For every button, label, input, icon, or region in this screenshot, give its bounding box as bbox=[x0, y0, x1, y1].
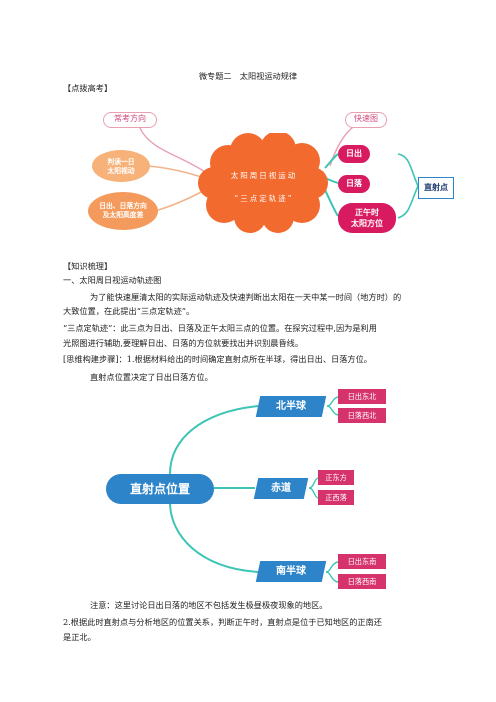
left-node-daily-label: 判读一日 太阳视动 bbox=[107, 158, 135, 175]
para-2-line-2: 光照图进行辅助,要理解日出、日落的方位就要找出并识别晨昏线。 bbox=[63, 338, 304, 348]
right-node-sunset: 日落 bbox=[338, 175, 370, 193]
para-6-line-1: 2.根据此时直射点与分析地区的位置关系，判断正午时，直射点是位于已知地区的正南还 bbox=[63, 617, 382, 627]
left-node-sunrise-sunset-label: 日出、日落方向 及太阳高度差 bbox=[99, 202, 147, 219]
para-1-line-1: 为了能快速厘清太阳的实际运动轨迹及快速判断出太阳在一天中某一时间（地方时）的 bbox=[90, 292, 402, 302]
center-line-2: “三点定轨迹” bbox=[234, 194, 294, 203]
para-2-line-1: “三点定轨迹”：此三点为日出、日落及正午太阳三点的位置。在探究过程中,因为是利用 bbox=[63, 323, 377, 333]
branch-equator: 赤道 bbox=[253, 478, 309, 499]
section-header-gaokao: 【点拨高考】 bbox=[63, 83, 113, 93]
center-cloud-shape bbox=[198, 133, 328, 233]
item-south-sunset: 日落西南 bbox=[338, 574, 386, 589]
branch-southern-hemisphere: 南半球 bbox=[255, 561, 327, 582]
item-equator-east: 正东方 bbox=[318, 470, 354, 485]
branch-northern-label: 北半球 bbox=[276, 401, 306, 412]
heading-1: 一、太阳周日视运动轨迹图 bbox=[63, 275, 162, 285]
item-north-sunrise: 日出东北 bbox=[338, 389, 386, 404]
para-1-line-2: 大致位置，在此提出“三点定轨迹”。 bbox=[63, 306, 195, 316]
right-node-sunrise: 日出 bbox=[338, 145, 370, 163]
left-node-daily: 判读一日 太阳视动 bbox=[92, 150, 150, 182]
header-pill-frequent: 常考方向 bbox=[103, 112, 157, 128]
para-3: [思维构建步骤]：1.根据材料给出的时间确定直射点所在半球，得出日出、日落方位。 bbox=[63, 354, 372, 364]
branch-northern-hemisphere: 北半球 bbox=[255, 396, 327, 417]
branch-equator-label: 赤道 bbox=[271, 483, 291, 494]
right-node-noon-direction: 正午时 太阳方位 bbox=[338, 203, 396, 233]
subsolar-point-box: 直射点 bbox=[418, 177, 454, 199]
item-north-sunset: 日落西北 bbox=[338, 408, 386, 423]
page-title: 微专题二 太阳视运动规律 bbox=[198, 71, 298, 81]
left-node-sunrise-sunset: 日出、日落方向 及太阳高度差 bbox=[88, 192, 158, 230]
branch-southern-label: 南半球 bbox=[276, 566, 306, 577]
note-polar: 注意：这里讨论日出日落的地区不包括发生极昼极夜现象的地区。 bbox=[90, 600, 328, 610]
center-line-1: 太阳周日视运动 bbox=[230, 171, 298, 180]
root-node-subsolar: 直射点位置 bbox=[106, 474, 214, 504]
item-south-sunrise: 日出东南 bbox=[338, 554, 386, 569]
para-6-line-2: 是正北。 bbox=[63, 632, 96, 642]
section-header-knowledge: 【知识梳理】 bbox=[63, 261, 113, 271]
item-equator-west: 正西落 bbox=[318, 490, 354, 505]
para-4: 直射点位置决定了日出日落方位。 bbox=[90, 372, 213, 382]
header-pill-quick: 快速图 bbox=[345, 112, 387, 128]
